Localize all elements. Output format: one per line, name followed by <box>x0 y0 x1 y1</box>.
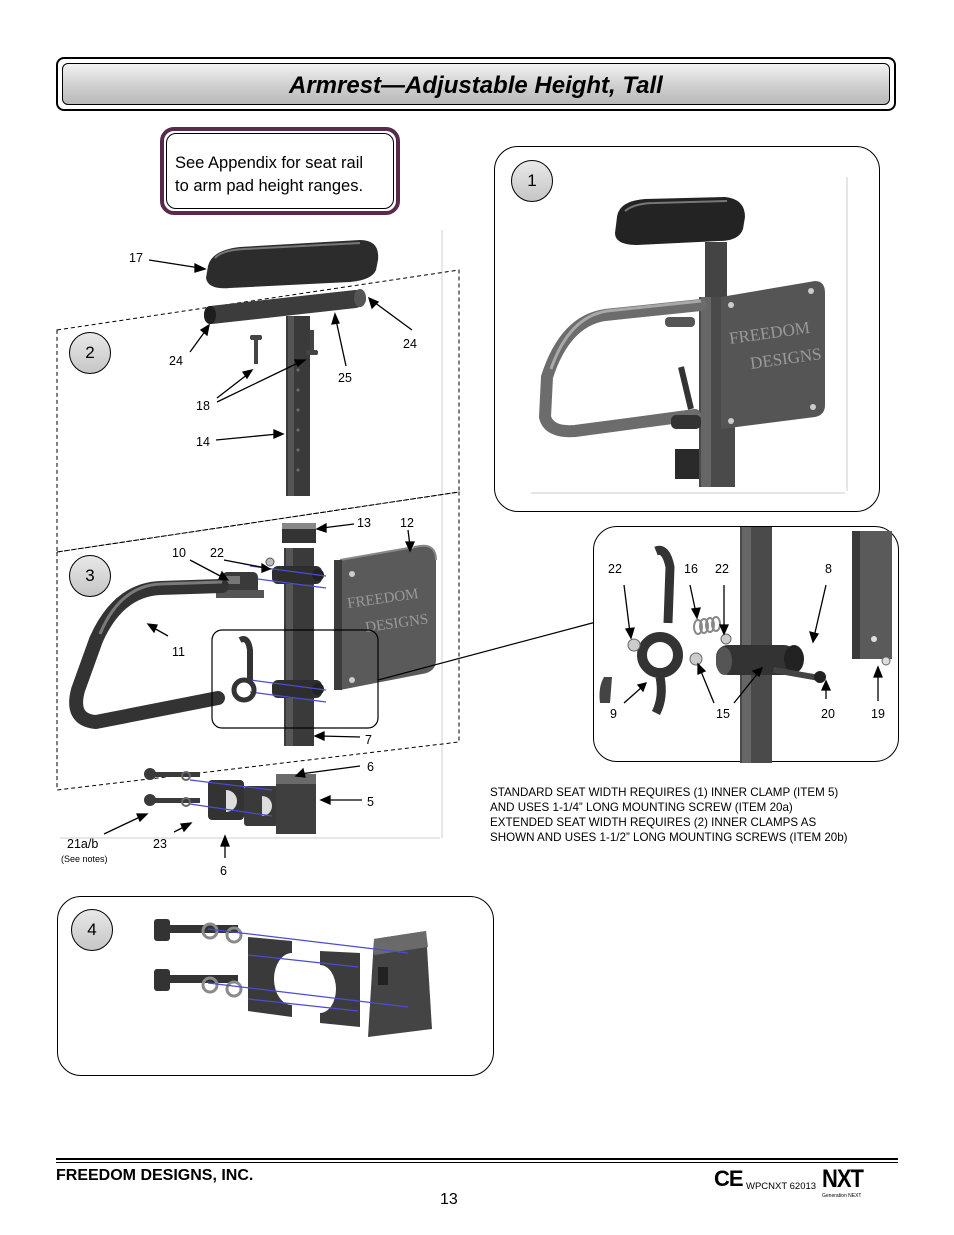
appendix-note-inner: See Appendix for seat rail to arm pad he… <box>166 133 394 209</box>
lever-9-small <box>231 636 257 703</box>
callout-25: 25 <box>338 371 352 385</box>
requirements-line-2: AND USES 1-1/4” LONG MOUNTING SCREW (ITE… <box>490 801 793 814</box>
callout-24-right: 24 <box>403 337 417 351</box>
callout-14: 14 <box>196 435 210 449</box>
figure-2-number: 2 <box>69 332 111 374</box>
callout-22: 22 <box>210 546 224 560</box>
pad-tube-part <box>204 289 366 324</box>
callout-24-left: 24 <box>169 354 183 368</box>
callout-6-top: 6 <box>367 760 374 774</box>
title-banner: Armrest—Adjustable Height, Tall <box>56 57 896 111</box>
title-banner-inner: Armrest—Adjustable Height, Tall <box>62 63 890 105</box>
callout-5: 5 <box>367 795 374 809</box>
callout-10: 10 <box>172 546 186 560</box>
lower-clamp-collar <box>249 679 327 703</box>
detail-panel: 22 16 22 8 9 15 20 19 <box>593 526 899 763</box>
callout-7: 7 <box>365 733 372 747</box>
appendix-note-line-1: See Appendix for seat rail <box>175 154 364 172</box>
group-2-outline <box>56 269 460 553</box>
spacer-13-part <box>282 523 316 543</box>
detail-window-box <box>211 629 379 729</box>
callout-17: 17 <box>129 251 143 265</box>
nxt-logo: NXT <box>822 1164 864 1193</box>
detail-callout-9: 9 <box>610 707 617 721</box>
callout-23: 23 <box>153 837 167 851</box>
ce-mark-logo: CE <box>714 1166 744 1191</box>
figure-1-number: 1 <box>511 160 553 202</box>
figure-4-number: 4 <box>71 909 113 951</box>
detail-callout-20: 20 <box>821 707 835 721</box>
detail-callout-19: 19 <box>871 707 885 721</box>
footer-rule-thick <box>56 1158 898 1160</box>
detail-callout-16: 16 <box>684 562 698 576</box>
callout-21-note: (See notes) <box>61 854 108 864</box>
figure-4-panel: 4 <box>57 896 494 1076</box>
callout-18: 18 <box>196 399 210 413</box>
clamp-block-parts <box>189 774 316 834</box>
clamp-assembly-image <box>154 919 432 1037</box>
arm-loop-part <box>69 579 229 730</box>
arm-pad-part <box>206 240 379 289</box>
assembled-armrest-image: FREEDOM DESIGNS <box>531 177 848 494</box>
footer-rule-thin <box>56 1162 898 1163</box>
nxt-logo-subtitle: Generation NEXT <box>822 1193 862 1199</box>
footer-doc-code: WPCNXT 62013 <box>746 1181 817 1192</box>
page-title: Armrest—Adjustable Height, Tall <box>289 72 663 99</box>
clip-10-part <box>216 572 264 598</box>
clamp-detail-image <box>599 527 892 763</box>
callout-11: 11 <box>172 645 185 659</box>
callout-21ab: 21a/b <box>67 837 99 851</box>
mounting-screws-21 <box>144 768 200 807</box>
footer-page-number: 13 <box>440 1191 458 1208</box>
callout-13: 13 <box>357 516 371 530</box>
requirements-line-4: SHOWN AND USES 1-1/2” LONG MOUNTING SCRE… <box>490 831 848 844</box>
appendix-note-box: See Appendix for seat rail to arm pad he… <box>160 127 400 215</box>
figure-3-number: 3 <box>69 555 111 597</box>
upper-clamp-collar <box>249 557 327 589</box>
screw-18-parts <box>250 330 318 364</box>
requirements-line-3: EXTENDED SEAT WIDTH REQUIRES (2) INNER C… <box>490 816 817 829</box>
detail-callout-8: 8 <box>825 562 832 576</box>
detail-callout-22-right: 22 <box>715 562 729 576</box>
arm-post-part <box>286 316 310 496</box>
requirements-line-1: STANDARD SEAT WIDTH REQUIRES (1) INNER C… <box>490 786 839 799</box>
side-panel-12-part: FREEDOM DESIGNS <box>334 543 437 690</box>
detail-connector-line <box>377 621 597 681</box>
footer-company: FREEDOM DESIGNS, INC. <box>56 1167 254 1184</box>
callout-6-bottom: 6 <box>220 864 227 878</box>
callout-12: 12 <box>400 516 414 530</box>
detail-callout-15: 15 <box>716 707 730 721</box>
detail-callout-22-left: 22 <box>608 562 622 576</box>
appendix-note-line-2: to arm pad height ranges. <box>175 177 364 195</box>
figure-1-panel: 1 FREEDOM DESIGNS <box>494 146 880 512</box>
